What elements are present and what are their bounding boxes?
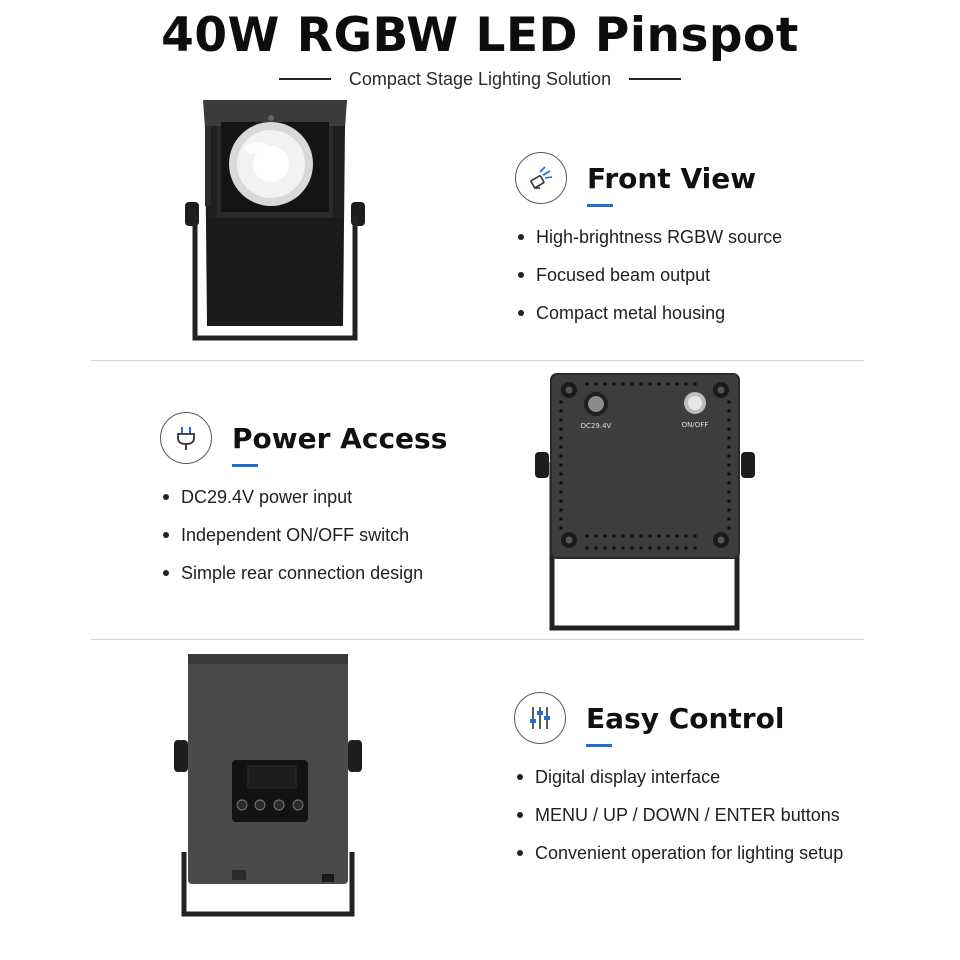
- switch-label: ON/OFF: [682, 421, 709, 429]
- bullet-icon: [518, 272, 524, 278]
- list-item: DC29.4V power input: [160, 484, 423, 522]
- list-item: Focused beam output: [515, 262, 782, 300]
- list-item: Simple rear connection design: [160, 560, 423, 598]
- page-subtitle: Compact Stage Lighting Solution: [348, 68, 612, 89]
- spotlight-icon: [515, 152, 567, 204]
- front-view-photo: [185, 96, 365, 346]
- bullet-icon: [518, 310, 524, 316]
- control-panel-photo: [172, 652, 372, 920]
- bullet-icon: [163, 494, 169, 500]
- sliders-icon: [514, 692, 566, 744]
- list-item: Compact metal housing: [515, 300, 782, 338]
- section-divider: [91, 360, 864, 361]
- subtitle-rule-left: [278, 78, 331, 80]
- bullet-icon: [517, 812, 523, 818]
- list-item: Independent ON/OFF switch: [160, 522, 423, 560]
- dc-port-label: DC29.4V: [581, 422, 612, 430]
- bullet-list: DC29.4V power input Independent ON/OFF s…: [160, 484, 423, 598]
- heading-accent: [586, 744, 612, 747]
- bullet-icon: [517, 774, 523, 780]
- bullet-list: High-brightness RGBW source Focused beam…: [515, 224, 782, 338]
- list-item: MENU / UP / DOWN / ENTER buttons: [514, 802, 843, 840]
- bullet-icon: [163, 570, 169, 576]
- heading-accent: [232, 464, 258, 467]
- rear-panel-photo: DC29.4V ON/OFF: [535, 372, 755, 634]
- section-divider: [91, 639, 864, 640]
- subtitle-row: Compact Stage Lighting Solution: [0, 66, 960, 92]
- plug-icon: [160, 412, 212, 464]
- page-title: 40W RGBW LED Pinspot: [161, 8, 799, 63]
- bullet-list: Digital display interface MENU / UP / DO…: [514, 764, 843, 878]
- bullet-icon: [518, 234, 524, 240]
- list-item: Digital display interface: [514, 764, 843, 802]
- section-heading: Front View: [587, 162, 757, 195]
- heading-accent: [587, 204, 613, 207]
- section-heading: Easy Control: [586, 702, 785, 735]
- bullet-icon: [163, 532, 169, 538]
- bullet-icon: [517, 850, 523, 856]
- list-item: High-brightness RGBW source: [515, 224, 782, 262]
- section-heading: Power Access: [232, 422, 448, 455]
- subtitle-rule-right: [629, 78, 682, 80]
- list-item: Convenient operation for lighting setup: [514, 840, 843, 878]
